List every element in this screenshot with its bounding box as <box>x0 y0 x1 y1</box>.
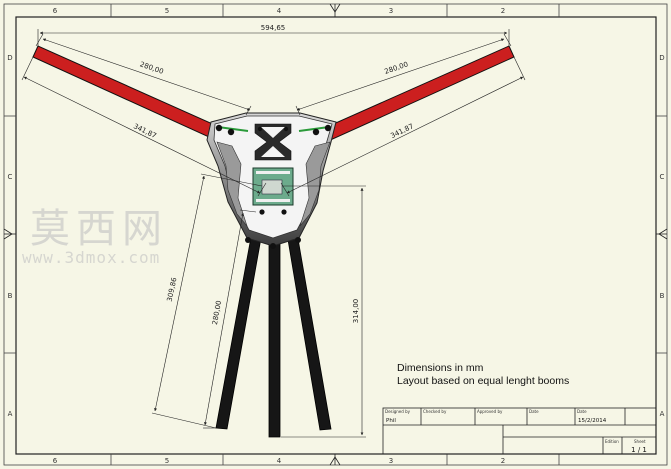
center-frame <box>206 112 337 249</box>
dim-right-arm-reach: 341,87 <box>389 122 415 140</box>
sheet-inner-border <box>15 16 657 455</box>
boom-tail-right <box>282 209 332 431</box>
dim-left-arm-reach: 341,87 <box>132 122 158 140</box>
tb-designer: Phil <box>386 418 396 424</box>
zone-col-bottom-2: 2 <box>501 457 505 465</box>
zone-row-right-b: B <box>660 292 665 300</box>
zone-col-top-5: 5 <box>165 7 169 15</box>
tb-approved-by-label: Approved by <box>477 409 503 414</box>
zone-row-left-b: B <box>8 292 13 300</box>
dim-right-arm-length: 280,00 <box>383 60 409 76</box>
zone-col-bottom-5: 5 <box>165 457 169 465</box>
zone-col-top-3: 3 <box>389 7 393 15</box>
tb-sheet-label: Sheet <box>634 439 646 444</box>
tb-sheet-value: 1 / 1 <box>631 446 647 454</box>
zone-col-bottom-3: 3 <box>389 457 393 465</box>
center-marks <box>3 3 668 466</box>
note-units: Dimensions in mm <box>397 362 484 374</box>
dim-tail-height: 314,00 <box>352 299 360 324</box>
boom-left-red <box>32 45 227 143</box>
zone-row-left-d: D <box>7 54 12 62</box>
boom-right-red <box>319 45 515 143</box>
watermark-logo: 莫西网 <box>30 206 168 252</box>
flight-controller-pins <box>256 171 290 202</box>
flight-controller-chip <box>261 179 283 195</box>
zone-col-top-4: 4 <box>277 7 282 15</box>
dim-tail-length: 280,00 <box>211 300 223 326</box>
note-layout: Layout based on equal lenght booms <box>397 375 569 387</box>
tb-date2-label: Date <box>577 409 587 414</box>
frame-x-inner <box>261 127 285 157</box>
zone-col-bottom-4: 4 <box>277 457 282 465</box>
boom-tail-left <box>215 209 267 430</box>
zone-col-bottom-6: 6 <box>53 457 58 465</box>
zone-row-left-c: C <box>8 173 13 181</box>
dimension-lines <box>21 29 526 438</box>
tb-designed-by-label: Designed by <box>385 409 411 414</box>
zone-row-left-a: A <box>8 410 13 418</box>
dim-left-arm-length: 280,00 <box>139 60 165 76</box>
zone-col-top-6: 6 <box>53 7 58 15</box>
tb-date-label: Date <box>529 409 539 414</box>
dim-tail-reach: 309,86 <box>166 276 179 302</box>
tb-checked-by-label: Checked by <box>423 409 447 414</box>
zone-row-right-c: C <box>660 173 665 181</box>
dim-overall-span: 594,65 <box>261 24 286 32</box>
title-block <box>382 407 657 455</box>
zone-col-top-2: 2 <box>501 7 505 15</box>
sheet-outer-border <box>3 3 668 466</box>
watermark-url: www.3dmox.com <box>22 248 160 267</box>
tb-date-value: 15/2/2014 <box>578 418 607 424</box>
zone-row-right-d: D <box>659 54 664 62</box>
zone-row-right-a: A <box>660 410 665 418</box>
zone-ticks <box>4 4 667 465</box>
tb-edition-label: Edition <box>605 439 619 444</box>
